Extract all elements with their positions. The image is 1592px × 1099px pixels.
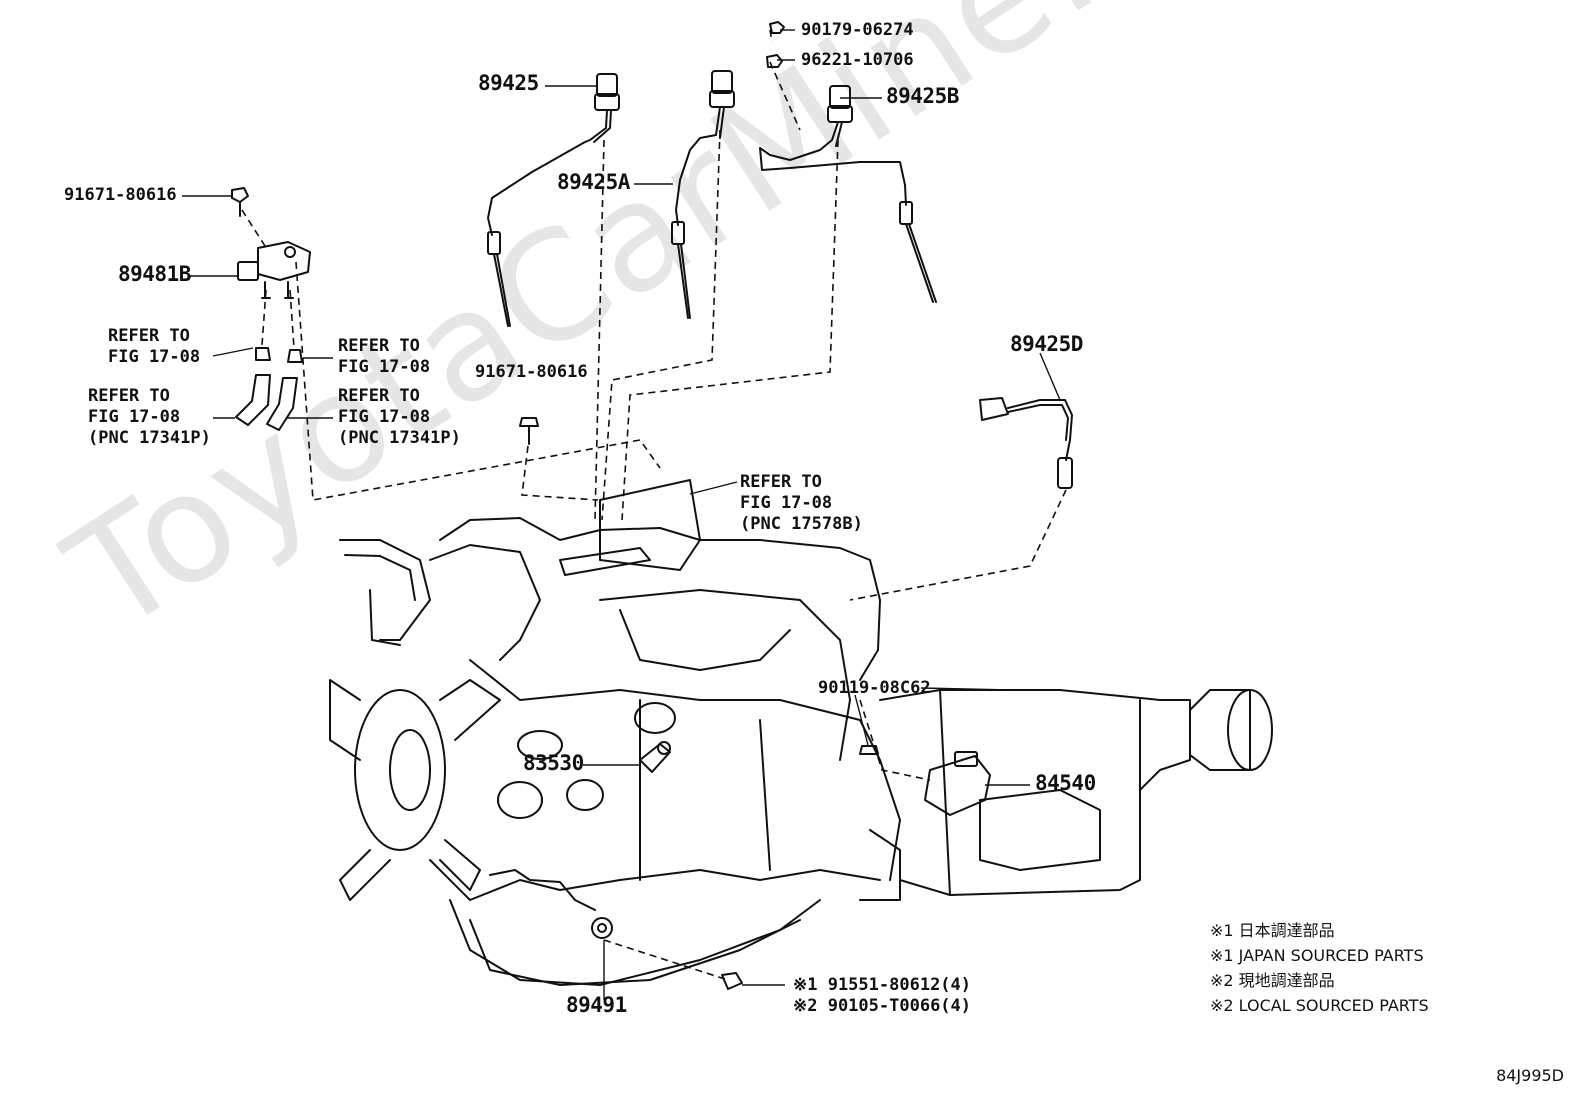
neutral-switch-84540 — [924, 751, 991, 816]
refer-right-1[interactable]: REFER TO FIG 17-08 — [338, 336, 430, 378]
hose-caps — [255, 347, 303, 363]
sourcing-notes: ※1 日本調達部品 ※1 JAPAN SOURCED PARTS ※2 現地調達… — [1210, 918, 1429, 1018]
refer-left-2-line2: FIG 17-08 — [88, 407, 181, 427]
clip-90179 — [769, 21, 785, 34]
refer-right-2-line3: (PNC 17341P) — [338, 428, 461, 448]
label-91671-80616-top[interactable]: 91671-80616 — [64, 185, 177, 205]
pressure-sensor-89481B — [237, 241, 311, 299]
exhaust-temp-sensor-89425B — [759, 85, 937, 303]
refer-left-2-line1: REFER TO — [88, 386, 170, 406]
refer-bracket-line1: REFER TO — [740, 472, 822, 492]
crank-sensor-89491 — [489, 869, 613, 939]
label-84540[interactable]: 84540 — [1035, 771, 1096, 795]
oil-pressure-switch-83530 — [639, 741, 671, 773]
bolt-91671-top — [231, 187, 249, 217]
engine-assembly — [329, 479, 901, 986]
label-90179-06274[interactable]: 90179-06274 — [801, 20, 914, 40]
oxygen-sensor-89425D — [979, 397, 1073, 489]
exhaust-temp-sensor-89425 — [487, 73, 620, 327]
diagram-id: 84J995D — [1496, 1066, 1564, 1085]
label-89425[interactable]: 89425 — [478, 71, 539, 95]
refer-bracket[interactable]: REFER TO FIG 17-08 (PNC 17578B) — [740, 472, 863, 535]
label-89425A[interactable]: 89425A — [557, 170, 630, 194]
label-90119-08C62[interactable]: 90119-08C62 — [818, 678, 931, 698]
refer-right-1-line1: REFER TO — [338, 336, 420, 356]
label-89491[interactable]: 89491 — [566, 993, 627, 1017]
note-3: ※2 現地調達部品 — [1210, 971, 1335, 990]
label-96221-10706[interactable]: 96221-10706 — [801, 50, 914, 70]
refer-left-2[interactable]: REFER TO FIG 17-08 (PNC 17341P) — [88, 386, 211, 449]
refer-bracket-line2: FIG 17-08 — [740, 493, 833, 513]
note-2: ※1 JAPAN SOURCED PARTS — [1210, 946, 1424, 965]
label-90105-T0066[interactable]: ※2 90105-T0066(4) — [793, 996, 972, 1016]
label-91671-80616-mid[interactable]: 91671-80616 — [475, 362, 588, 382]
label-89481B[interactable]: 89481B — [118, 262, 191, 286]
exhaust-temp-sensor-89425A — [671, 70, 735, 319]
label-91551-80612[interactable]: ※1 91551-80612(4) — [793, 975, 972, 995]
refer-left-1-line1: REFER TO — [108, 326, 190, 346]
label-89425B[interactable]: 89425B — [886, 84, 959, 108]
label-89425D[interactable]: 89425D — [1010, 332, 1083, 356]
note-4: ※2 LOCAL SOURCED PARTS — [1210, 996, 1429, 1015]
refer-right-2[interactable]: REFER TO FIG 17-08 (PNC 17341P) — [338, 386, 461, 449]
dash-bolt-sensor — [241, 209, 266, 247]
refer-left-1[interactable]: REFER TO FIG 17-08 — [108, 326, 200, 368]
refer-bracket-line3: (PNC 17578B) — [740, 514, 863, 534]
vacuum-hoses — [235, 374, 298, 431]
refer-right-2-line1: REFER TO — [338, 386, 420, 406]
transmission-assembly — [859, 689, 1273, 901]
bolt-90119 — [859, 745, 879, 755]
refer-left-2-line3: (PNC 17341P) — [88, 428, 211, 448]
bolt-91551 — [721, 972, 743, 990]
note-1: ※1 日本調達部品 — [1210, 921, 1335, 940]
label-83530[interactable]: 83530 — [523, 751, 584, 775]
refer-right-2-line2: FIG 17-08 — [338, 407, 431, 427]
refer-left-1-line2: FIG 17-08 — [108, 347, 201, 367]
bolt-91671-mid — [519, 417, 539, 445]
refer-right-1-line2: FIG 17-08 — [338, 357, 431, 377]
clamp-96221 — [766, 54, 783, 68]
